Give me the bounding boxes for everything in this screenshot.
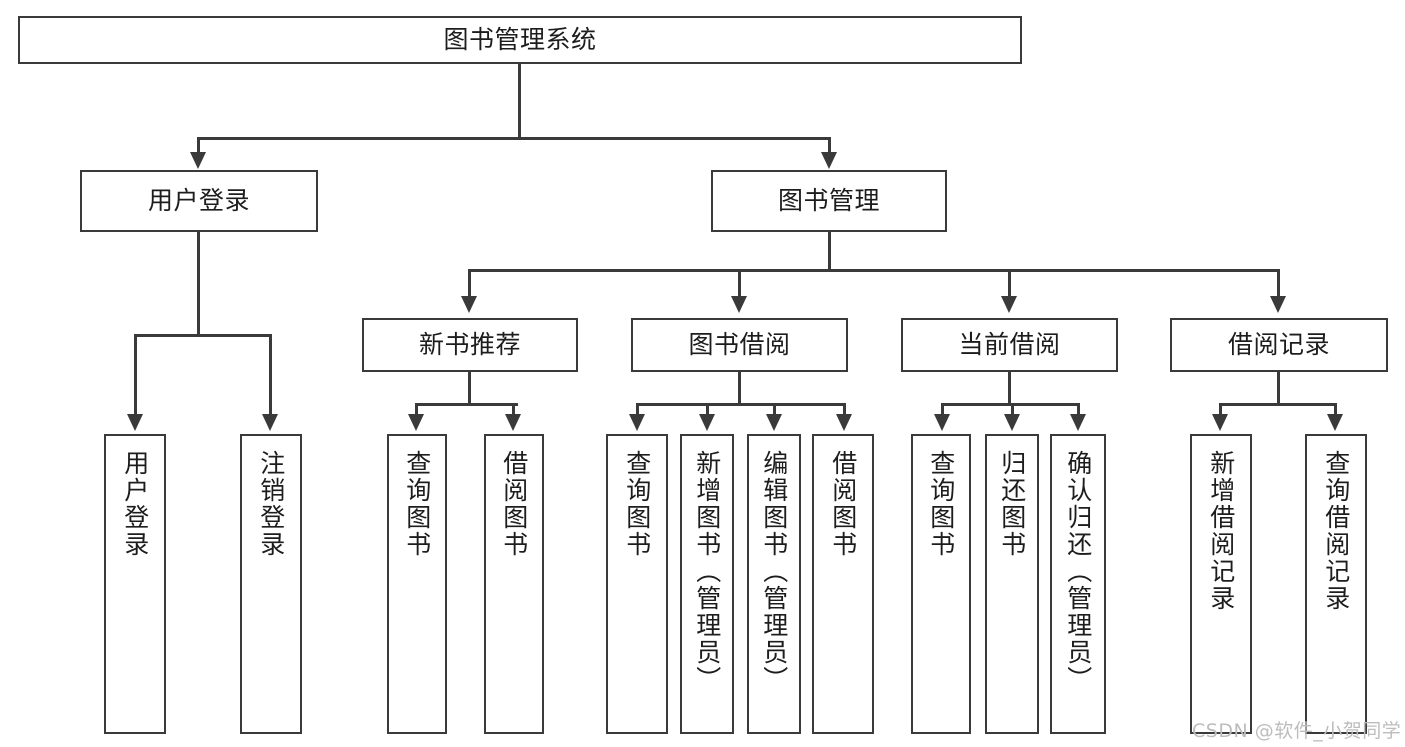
arrow-books-to-new <box>461 296 477 313</box>
connector-books-to-borrow <box>738 269 741 299</box>
node-borrow-record[interactable]: 借阅记录 <box>1170 318 1388 372</box>
leaf-borrow-book[interactable]: 借阅图书 <box>812 434 874 734</box>
leaf-confirm-return-admin-label: 确认归还（管理员） <box>1063 450 1093 693</box>
connector-borrow-to-leaf3 <box>773 403 776 417</box>
node-current-borrow-label: 当前借阅 <box>958 330 1061 360</box>
arrow-books-to-record <box>1270 296 1286 313</box>
leaf-edit-book-admin-label: 编辑图书（管理员） <box>759 450 789 693</box>
leaf-add-borrow-record-label: 新增借阅记录 <box>1206 450 1236 612</box>
connector-current-to-leaf3 <box>1077 403 1080 417</box>
arrow-borrow-to-leaf2 <box>699 414 715 431</box>
node-book-borrow[interactable]: 图书借阅 <box>631 318 848 372</box>
leaf-query-book-borrow[interactable]: 查询图书 <box>606 434 668 734</box>
leaf-confirm-return-admin[interactable]: 确认归还（管理员） <box>1050 434 1106 734</box>
leaf-return-book[interactable]: 归还图书 <box>985 434 1039 734</box>
connector-borrow-bus <box>636 403 846 406</box>
leaf-query-book-newbook[interactable]: 查询图书 <box>387 434 447 734</box>
arrow-current-to-leaf1 <box>934 414 950 431</box>
connector-current-to-leaf1 <box>941 403 944 417</box>
leaf-query-borrow-record-label: 查询借阅记录 <box>1321 450 1351 612</box>
node-book-management[interactable]: 图书管理 <box>711 170 947 232</box>
connector-newbook-to-leaf1 <box>415 403 418 417</box>
arrow-newbook-to-leaf2 <box>505 414 521 431</box>
arrow-newbook-to-leaf1 <box>408 414 424 431</box>
connector-root-to-books <box>828 137 831 157</box>
arrow-books-to-current <box>1001 296 1017 313</box>
leaf-edit-book-admin[interactable]: 编辑图书（管理员） <box>747 434 801 734</box>
connector-record-to-leaf2 <box>1334 403 1337 417</box>
arrow-record-to-leaf2 <box>1327 414 1343 431</box>
leaf-query-book-borrow-label: 查询图书 <box>622 450 652 558</box>
connector-newbook-stem <box>468 372 471 406</box>
arrow-current-to-leaf2 <box>1004 414 1020 431</box>
leaf-add-book-admin-label: 新增图书（管理员） <box>692 450 722 693</box>
connector-books-to-current <box>1008 269 1011 299</box>
connector-books-stem <box>828 232 831 272</box>
leaf-logout-label: 注销登录 <box>256 450 286 558</box>
arrow-root-to-books <box>821 152 837 169</box>
node-root-system[interactable]: 图书管理系统 <box>18 16 1022 64</box>
arrow-record-to-leaf1 <box>1212 414 1228 431</box>
connector-root-bus <box>197 137 831 140</box>
node-user-login-label: 用户登录 <box>147 186 250 216</box>
leaf-borrow-book-newbook-label: 借阅图书 <box>499 450 529 558</box>
node-root-label: 图书管理系统 <box>443 25 597 55</box>
arrow-login-to-leaf1 <box>127 414 143 431</box>
leaf-add-book-admin[interactable]: 新增图书（管理员） <box>680 434 734 734</box>
connector-login-to-leaf1 <box>134 334 137 417</box>
connector-borrow-to-leaf2 <box>706 403 709 417</box>
node-book-borrow-label: 图书借阅 <box>688 330 791 360</box>
connector-current-stem <box>1008 372 1011 406</box>
connector-borrow-stem <box>738 372 741 406</box>
arrow-books-to-borrow <box>731 296 747 313</box>
node-user-login[interactable]: 用户登录 <box>80 170 318 232</box>
arrow-borrow-to-leaf1 <box>629 414 645 431</box>
connector-login-to-leaf2 <box>269 334 272 417</box>
connector-newbook-to-leaf2 <box>512 403 515 417</box>
connector-root-stem <box>518 64 521 139</box>
arrow-current-to-leaf3 <box>1070 414 1086 431</box>
leaf-query-book-newbook-label: 查询图书 <box>402 450 432 558</box>
connector-borrow-to-leaf4 <box>843 403 846 417</box>
leaf-borrow-book-label: 借阅图书 <box>828 450 858 558</box>
connector-record-bus <box>1219 403 1337 406</box>
connector-books-to-new <box>468 269 471 299</box>
connector-books-bus <box>468 269 1279 272</box>
leaf-query-borrow-record[interactable]: 查询借阅记录 <box>1305 434 1367 734</box>
connector-root-to-login <box>197 137 200 157</box>
leaf-query-book-current[interactable]: 查询图书 <box>911 434 971 734</box>
arrow-root-to-login <box>190 152 206 169</box>
leaf-user-login-label: 用户登录 <box>120 450 150 558</box>
connector-borrow-to-leaf1 <box>636 403 639 417</box>
leaf-return-book-label: 归还图书 <box>997 450 1027 558</box>
leaf-logout[interactable]: 注销登录 <box>240 434 302 734</box>
connector-login-stem <box>197 232 200 337</box>
arrow-login-to-leaf2 <box>262 414 278 431</box>
node-current-borrow[interactable]: 当前借阅 <box>901 318 1118 372</box>
node-new-book-recommend-label: 新书推荐 <box>418 330 521 360</box>
connector-books-to-record <box>1277 269 1280 299</box>
leaf-borrow-book-newbook[interactable]: 借阅图书 <box>484 434 544 734</box>
arrow-borrow-to-leaf4 <box>836 414 852 431</box>
connector-record-to-leaf1 <box>1219 403 1222 417</box>
connector-current-to-leaf2 <box>1011 403 1014 417</box>
connector-record-stem <box>1277 372 1280 406</box>
node-new-book-recommend[interactable]: 新书推荐 <box>362 318 578 372</box>
arrow-borrow-to-leaf3 <box>766 414 782 431</box>
leaf-add-borrow-record[interactable]: 新增借阅记录 <box>1190 434 1252 734</box>
connector-current-bus <box>941 403 1078 406</box>
csdn-watermark: CSDN @软件_小贺同学 <box>1192 720 1402 742</box>
node-book-management-label: 图书管理 <box>777 186 880 216</box>
leaf-user-login[interactable]: 用户登录 <box>104 434 166 734</box>
connector-login-bus <box>134 334 272 337</box>
connector-newbook-bus <box>415 403 518 406</box>
leaf-query-book-current-label: 查询图书 <box>926 450 956 558</box>
node-borrow-record-label: 借阅记录 <box>1227 330 1330 360</box>
